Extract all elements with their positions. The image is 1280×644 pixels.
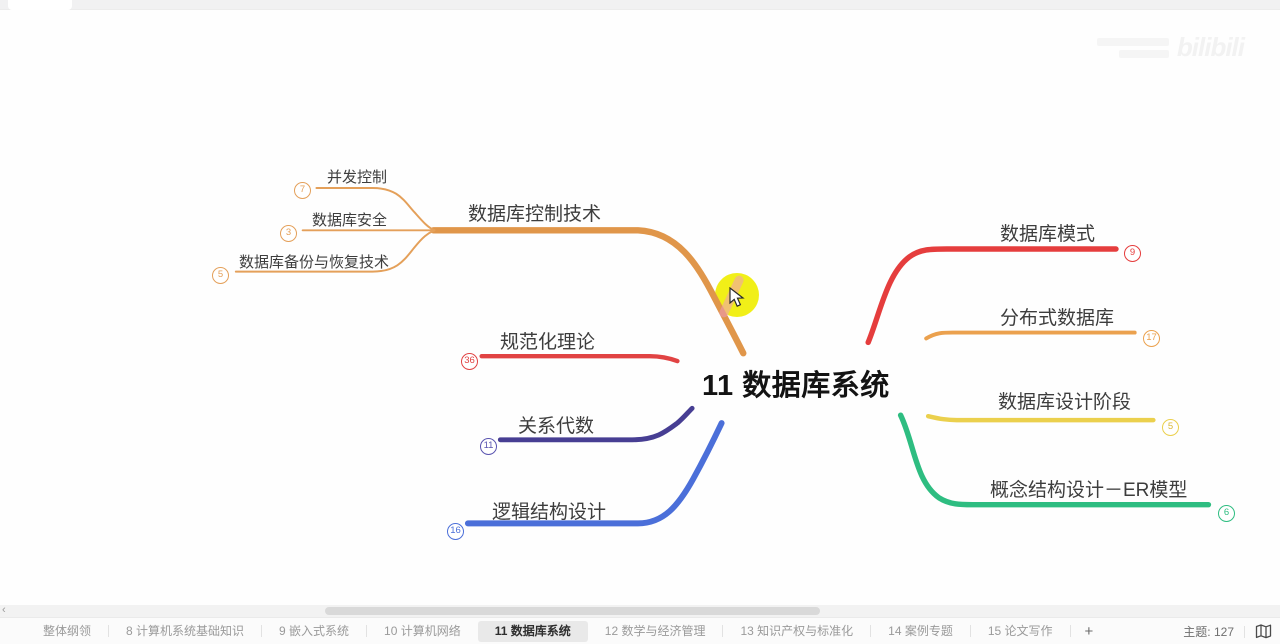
tab-13-ip-standardization[interactable]: 13 知识产权与标准化 — [740, 623, 854, 638]
topic-count-label: 主题: 127 — [1183, 625, 1234, 639]
count-badge-backup[interactable]: 5 — [212, 267, 229, 284]
topic-relational-algebra[interactable]: 关系代数 — [518, 416, 595, 437]
tab-separator — [969, 625, 971, 637]
tab-separator — [1244, 625, 1245, 638]
count-badge-distributed[interactable]: 17 — [1143, 330, 1160, 347]
tab-09-embedded-systems[interactable]: 9 嵌入式系统 — [279, 623, 350, 638]
count-badge-relational-algebra[interactable]: 11 — [480, 438, 497, 455]
statusbar-right: 主题: 127 — [1183, 618, 1272, 644]
tab-08-computer-system-basics[interactable]: 8 计算机系统基础知识 — [126, 623, 245, 638]
topic-schema[interactable]: 数据库模式 — [1000, 224, 1096, 245]
topic-concurrency[interactable]: 并发控制 — [327, 169, 388, 186]
scrollbar-thumb[interactable] — [325, 607, 820, 615]
tab-14-case-topics[interactable]: 14 案例专题 — [888, 623, 953, 638]
tab-15-thesis-writing[interactable]: 15 论文写作 — [987, 623, 1053, 638]
mindmap-canvas[interactable]: 11 数据库系统 数据库控制技术 并发控制 数据库安全 数据库备份与恢复技术 规… — [0, 10, 1280, 605]
horizontal-scrollbar[interactable]: ‹ — [0, 604, 1280, 617]
mouse-cursor-icon — [729, 287, 745, 308]
branch-line-distributed — [924, 330, 1137, 341]
count-badge-normalization[interactable]: 36 — [461, 353, 478, 370]
topic-er-model[interactable]: 概念结构设计－ER模型 — [990, 480, 1188, 501]
open-book-icon — [1255, 624, 1272, 639]
tab-separator — [261, 625, 263, 637]
tab-12-math-economics[interactable]: 12 数学与经济管理 — [604, 623, 706, 638]
topic-backup-recovery[interactable]: 数据库备份与恢复技术 — [239, 254, 390, 271]
branch-line-normalization — [479, 353, 680, 364]
top-chrome-strip — [0, 0, 1280, 10]
count-badge-schema[interactable]: 9 — [1124, 245, 1141, 262]
tab-overall-outline[interactable]: 整体纲领 — [43, 623, 92, 638]
count-badge-concurrency[interactable]: 7 — [294, 182, 311, 199]
watermark: bilibili — [1096, 32, 1245, 63]
count-badge-logical-design[interactable]: 16 — [447, 523, 464, 540]
add-sheet-button[interactable]: + — [1084, 622, 1094, 640]
sheet-tabbar: 整体纲领 8 计算机系统基础知识 9 嵌入式系统 10 计算机网络 11 数据库… — [0, 617, 1280, 644]
count-badge-er-model[interactable]: 6 — [1218, 505, 1235, 522]
tab-11-database-systems[interactable]: 11 数据库系统 — [477, 620, 588, 642]
count-badge-db-security[interactable]: 3 — [280, 225, 297, 242]
tab-separator — [1069, 625, 1071, 637]
scrollbar-left-arrow[interactable]: ‹ — [2, 604, 6, 616]
topic-logical-design[interactable]: 逻辑结构设计 — [492, 502, 607, 523]
topic-normalization[interactable]: 规范化理论 — [500, 332, 596, 353]
tab-separator — [366, 625, 368, 637]
topic-design-stages[interactable]: 数据库设计阶段 — [998, 392, 1132, 413]
tab-separator — [722, 625, 724, 637]
browser-tab-stub — [8, 0, 72, 10]
outline-view-button[interactable] — [1255, 624, 1272, 639]
bilibili-logo: bilibili — [1176, 32, 1245, 62]
topic-distributed[interactable]: 分布式数据库 — [1000, 308, 1115, 329]
tab-10-computer-networks[interactable]: 10 计算机网络 — [384, 623, 461, 638]
watermark-cjk-blur — [1096, 37, 1169, 58]
count-badge-design-stages[interactable]: 5 — [1162, 419, 1179, 436]
topic-db-security[interactable]: 数据库安全 — [312, 212, 388, 229]
topic-control[interactable]: 数据库控制技术 — [468, 204, 602, 225]
tab-separator — [870, 625, 872, 637]
branch-line-design-stages — [925, 413, 1156, 423]
central-topic[interactable]: 11 数据库系统 — [702, 370, 890, 402]
tab-separator — [108, 625, 110, 637]
